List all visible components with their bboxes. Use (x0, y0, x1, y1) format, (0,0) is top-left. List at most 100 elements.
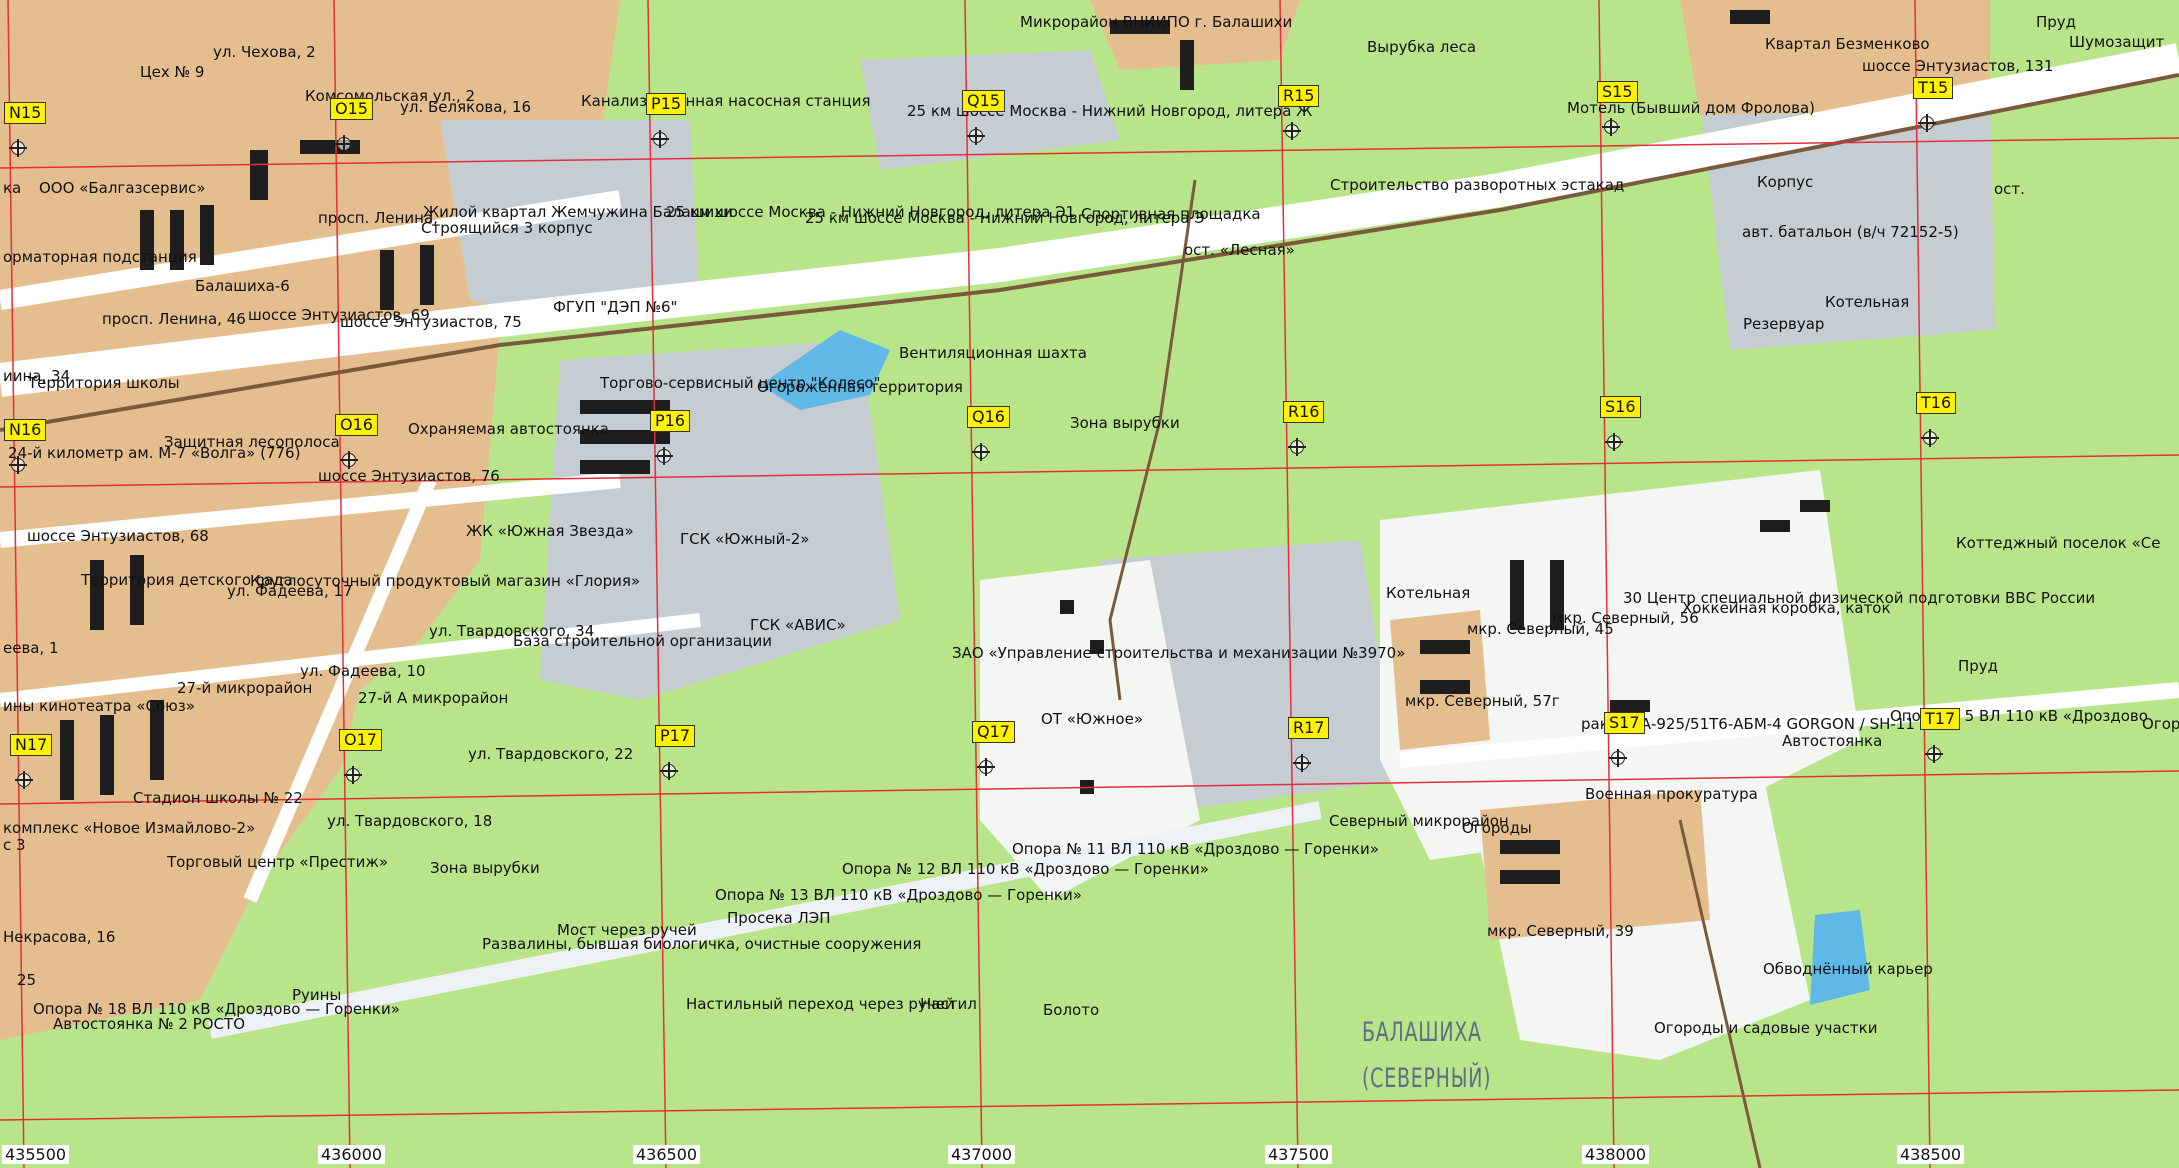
map-label[interactable]: орматорная подстанция (3, 248, 197, 266)
map-label[interactable]: Торгово-сервисный центр "Колесо" (600, 374, 881, 392)
map-label[interactable]: 30 Центр специальной физической подготов… (1623, 589, 2096, 607)
map-label[interactable]: Балашиха-6 (195, 277, 290, 295)
map-label[interactable]: ул. Белякова, 16 (400, 98, 532, 116)
map-label[interactable]: Цех № 9 (140, 63, 205, 81)
map-label[interactable]: ост. (1994, 180, 2025, 198)
map-label[interactable]: Военная прокуратура (1585, 785, 1758, 803)
map-label[interactable]: Защитная лесополоса (164, 433, 340, 451)
map-label[interactable]: База строительной организации (513, 632, 772, 650)
map-label[interactable]: Настил (920, 995, 977, 1013)
map-label[interactable]: Торговый центр «Престиж» (167, 853, 389, 871)
map-label[interactable]: ракета А-925/51Т6-АБМ-4 GORGON / SH-11 (1581, 715, 1915, 733)
map-label[interactable]: мкр. Северный, 56 (1552, 609, 1699, 627)
map-label[interactable]: ФГУП "ДЭП №6" (553, 298, 678, 316)
map-label[interactable]: Некрасова, 16 (3, 928, 116, 946)
map-label[interactable]: 24-й километр ам. М-7 «Волга» (776) (8, 444, 301, 462)
map-label[interactable]: Коттеджный поселок «Се (1956, 534, 2161, 552)
map-label[interactable]: Огороженная территория (757, 378, 963, 396)
map-label[interactable]: Автостоянка № 2 РОСТО (53, 1015, 246, 1033)
map-label[interactable]: Настильный переход через ручей (686, 995, 955, 1013)
map-label[interactable]: Руины (292, 986, 342, 1004)
map-label[interactable]: Опора № 13 ВЛ 110 кВ «Дроздово — Горенки… (715, 886, 1082, 904)
map-label[interactable]: Строительство разворотных эстакад (1330, 176, 1625, 194)
map-label[interactable]: Мотель (Бывший дом Фролова) (1567, 99, 1815, 117)
map-label[interactable]: Круглосуточный продуктовый магазин «Глор… (250, 572, 641, 590)
map-label[interactable]: Спортивная площадка (1081, 205, 1261, 223)
map-label[interactable]: Строящийся 3 корпус (421, 219, 593, 237)
map-label[interactable]: ост. «Лесная» (1184, 241, 1295, 259)
map-label[interactable]: шоссе Энтузиастов, 131 (1862, 57, 2054, 75)
map-label[interactable]: Канализационная насосная станция (581, 92, 871, 110)
map-label[interactable]: 27-й А микрорайон (358, 689, 509, 707)
map-label[interactable]: Охраняемая автостоянка (408, 420, 609, 438)
map-label[interactable]: Микрорайон ВНИИПО г. Балашихи (1020, 13, 1293, 31)
map-label[interactable]: Пруд (1958, 657, 1999, 675)
map-label[interactable]: еева, 1 (3, 639, 59, 657)
map-label[interactable]: ул. Фадеева, 17 (227, 582, 353, 600)
map-label[interactable]: иина, 34 (3, 367, 71, 385)
map-label[interactable]: просп. Ленина, 46 (102, 310, 246, 328)
map-label[interactable]: ЖК «Южная Звезда» (466, 522, 634, 540)
map-label[interactable]: ул. Фадеева, 10 (300, 662, 426, 680)
map-label[interactable]: ул. Твардовского, 22 (468, 745, 634, 763)
map-label[interactable]: Мост через ручей (557, 921, 697, 939)
map-label[interactable]: Котельная (1386, 584, 1471, 602)
map-label[interactable]: 25 км шоссе Москва - Нижний Новгород, ли… (805, 209, 1205, 227)
map-label[interactable]: просп. Ленина, (318, 209, 438, 227)
map-label[interactable]: мкр. Северный, 45 (1467, 620, 1614, 638)
map-label[interactable]: ОТ «Южное» (1041, 710, 1144, 728)
map-label[interactable]: Автостоянка (1782, 732, 1883, 750)
map-label[interactable]: ины кинотеатра «Союз» (3, 697, 195, 715)
map-label[interactable]: шоссе Энтузиастов, 69 (248, 306, 430, 324)
map-label[interactable]: Квартал Безменково (1765, 35, 1930, 53)
map-label[interactable]: с 3 (3, 836, 26, 854)
map-label[interactable]: шоссе Энтузиастов, 68 (27, 527, 209, 545)
map-label[interactable]: Хоккейная коробка, каток (1682, 599, 1891, 617)
map-label[interactable]: Территория детского сада (81, 571, 293, 589)
map-label[interactable]: Опора № 11 ВЛ 110 кВ «Дроздово — Горенки… (1012, 840, 1379, 858)
map-label[interactable]: ул. Чехова, 2 (213, 43, 316, 61)
map-label[interactable]: 25 км шоссе Москва - Нижний Новгород, ли… (666, 203, 1076, 221)
map-label[interactable]: Корпус (1757, 173, 1814, 191)
map-label[interactable]: Резервуар (1743, 315, 1825, 333)
map-label[interactable]: 25 км шоссе Москва - Нижний Новгород, ли… (907, 102, 1313, 120)
map-label[interactable]: Вентиляционная шахта (899, 344, 1087, 362)
map-label[interactable]: ул. Твардовского, 18 (327, 812, 493, 830)
map-label[interactable]: Болото (1043, 1001, 1100, 1019)
map-label[interactable]: Просека ЛЭП (727, 909, 831, 927)
map-label[interactable]: мкр. Северный, 39 (1487, 922, 1634, 940)
map-label[interactable]: Пруд (2036, 13, 2077, 31)
map-label[interactable]: 27-й микрорайон (177, 679, 313, 697)
map-label[interactable]: ООО «Балгазсервис» (39, 179, 206, 197)
map-label[interactable]: Опора № 12 ВЛ 110 кВ «Дроздово — Горенки… (842, 860, 1209, 878)
map-label[interactable]: Жилой квартал Жемчужина Балашихи (423, 203, 733, 221)
map-label[interactable]: Огороды и садовые участки (1654, 1019, 1878, 1037)
map-label[interactable]: ка (3, 179, 22, 197)
map-label[interactable]: мкр. Северный, 57г (1405, 692, 1560, 710)
map-label[interactable]: ГСК «Южный-2» (680, 530, 810, 548)
map-label[interactable]: Зона вырубки (1070, 414, 1180, 432)
map-label[interactable]: Огор (2142, 715, 2179, 733)
map-label[interactable]: Опора № 18 ВЛ 110 кВ «Дроздово — Горенки… (33, 1000, 400, 1018)
map-label[interactable]: 25 (17, 971, 37, 989)
map-label[interactable]: Шумозащит (2069, 33, 2165, 51)
map-label[interactable]: Обводнённый карьер (1763, 960, 1933, 978)
map-label[interactable]: Зона вырубки (430, 859, 540, 877)
map-label[interactable]: Огороды (1462, 819, 1532, 837)
map-label[interactable]: ул. Твардовского, 34 (429, 622, 595, 640)
power-line-clearing (208, 801, 1322, 1039)
grid-crosshair-icon (655, 447, 673, 465)
map-label[interactable]: ЗАО «Управление строительства и механиза… (952, 644, 1406, 662)
map-label[interactable]: Развалины, бывшая биологичка, очистные с… (482, 935, 922, 953)
map-label[interactable]: ГСК «АВИС» (750, 616, 846, 634)
map-label[interactable]: шоссе Энтузиастов, 76 (318, 467, 500, 485)
map-label[interactable]: Стадион школы № 22 (133, 789, 303, 807)
map-label[interactable]: Северный микрорайон (1329, 812, 1509, 830)
map-label[interactable]: комплекс «Новое Измайлово-2» (3, 819, 256, 837)
map-label[interactable]: шоссе Энтузиастов, 75 (340, 313, 522, 331)
map-label[interactable]: авт. батальон (в/ч 72152-5) (1742, 223, 1959, 241)
map-label[interactable]: Вырубка леса (1367, 38, 1477, 56)
map-label[interactable]: Котельная (1825, 293, 1910, 311)
map-label[interactable]: Территория школы (28, 374, 180, 392)
